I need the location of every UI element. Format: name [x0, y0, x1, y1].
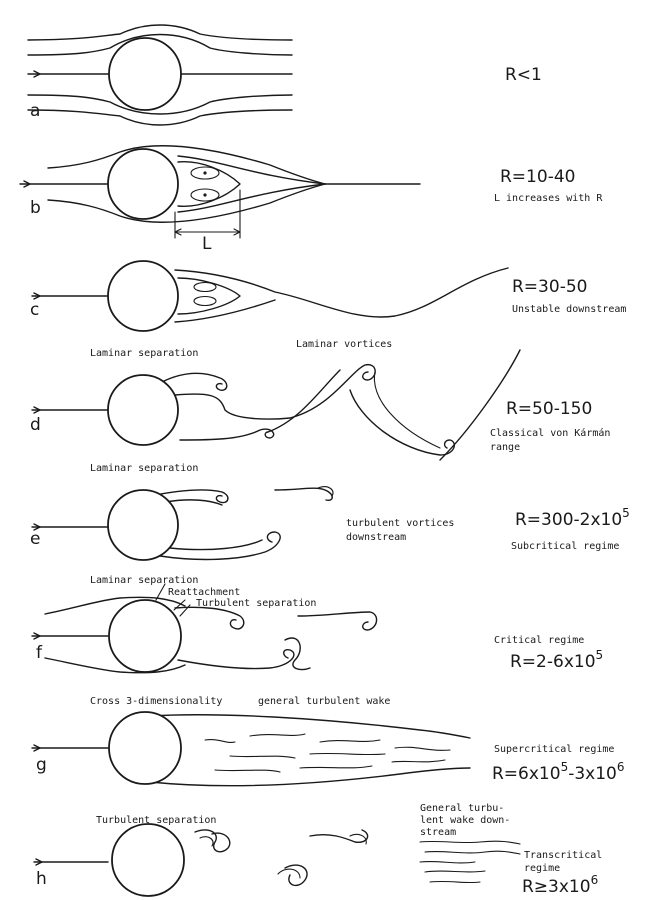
panel-letter-f: f [36, 643, 43, 663]
label-laminar-separation-e: Laminar separation [90, 463, 198, 474]
label-turbulent-separation-f: Turbulent separation [196, 598, 316, 609]
wake-downstream-lines-h [420, 841, 520, 882]
label-general-turbulent-wake: general turbulent wake [258, 696, 390, 707]
reynolds-exponent-f: 5 [596, 648, 604, 662]
label-turbulent-separation-h: Turbulent separation [96, 815, 216, 826]
cylinder-c [108, 261, 178, 331]
label-laminar-vortices: Laminar vortices [296, 339, 392, 350]
panel-letter-b: b [30, 198, 41, 218]
panel-letter-c: c [30, 300, 39, 320]
panel-note-f: Critical regime [494, 635, 584, 646]
reynolds-label-d: R=50-150 [506, 399, 592, 419]
reynolds-exponent2-g: 6 [617, 760, 625, 774]
panel-letter-d: d [30, 415, 41, 435]
turbulent-wake-g [150, 715, 470, 786]
cylinder-b [108, 149, 178, 219]
label-turbulent-vortices-line2: downstream [346, 532, 406, 543]
reynolds-exponent-h: 6 [591, 873, 599, 887]
cylinder-a [109, 38, 181, 110]
cylinder-g [109, 712, 181, 784]
label-laminar-separation-d: Laminar separation [90, 348, 198, 359]
reynolds-label-e: R=300-2x105 [515, 506, 630, 530]
reynolds-base-h: R≥3x10 [522, 877, 591, 897]
cylinder-e [108, 490, 178, 560]
panel-note-h-line2: regime [524, 863, 560, 874]
reynolds-label-a: R<1 [505, 65, 542, 85]
panel-note-d-line2: range [490, 442, 520, 453]
label-general-wake-line2: lent wake down- [420, 815, 510, 826]
panel-note-d-line1: Classical von Kármán [490, 427, 610, 439]
wake-length-dimension: L [175, 190, 240, 254]
reynolds-label-h: R≥3x106 [522, 873, 598, 897]
panel-c: c R=30-50 Unstable downstream [30, 261, 626, 331]
panel-b: L b R=10-40 L increases with R [20, 146, 603, 254]
reynolds-base-e: R=300-2x10 [515, 510, 622, 530]
reynolds-label-f: R=2-6x105 [510, 648, 603, 672]
cylinder-f [109, 600, 181, 672]
cylinder-h [112, 824, 184, 896]
label-general-wake-line1: General turbu- [420, 803, 504, 814]
reynolds-label-b: R=10-40 [500, 167, 575, 187]
label-laminar-separation-f: Laminar separation [90, 575, 198, 586]
reynolds-part2-g: -3x10 [568, 764, 617, 784]
panel-g: g Cross 3-dimensionality general turbule… [32, 696, 625, 786]
panel-note-e: Subcritical regime [511, 541, 619, 552]
streamlines-c [32, 268, 508, 322]
reynolds-base-f: R=2-6x10 [510, 652, 596, 672]
streamlines-b [20, 146, 420, 222]
label-reattachment: Reattachment [168, 587, 240, 598]
panel-note-g: Supercritical regime [494, 744, 614, 755]
panel-letter-g: g [36, 755, 47, 775]
reynolds-label-g: R=6x105-3x106 [492, 760, 625, 784]
reynolds-label-c: R=30-50 [512, 277, 587, 297]
panel-h: h Turbulent separation General turbu- le… [34, 803, 602, 897]
panel-note-c: Unstable downstream [512, 304, 626, 315]
reynolds-part1-g: R=6x10 [492, 764, 561, 784]
vortex-street-d [160, 350, 520, 460]
label-turbulent-vortices-line1: turbulent vortices [346, 518, 454, 529]
panel-f: f Laminar separation Reattachment Turbul… [32, 575, 603, 673]
turbulent-eddies-h [195, 830, 368, 886]
panel-letter-h: h [36, 869, 47, 889]
label-cross-3-dimensionality: Cross 3-dimensionality [90, 696, 222, 707]
panel-note-h-line1: Transcritical [524, 850, 602, 861]
panel-note-b: L increases with R [494, 193, 603, 204]
wake-bubble-b [178, 162, 240, 207]
panel-letter-e: e [30, 529, 40, 549]
panel-e: e Laminar separation turbulent vortices … [30, 463, 630, 560]
reynolds-exponent1-g: 5 [561, 760, 569, 774]
panel-d: d Laminar separation Laminar vortices R=… [30, 339, 610, 460]
cylinder-d [108, 375, 178, 445]
panel-a: a R<1 [28, 25, 542, 125]
panel-letter-a: a [30, 101, 40, 121]
reynolds-exponent-e: 5 [622, 506, 630, 520]
wake-length-label: L [202, 234, 212, 254]
label-general-wake-line3: stream [420, 827, 456, 838]
